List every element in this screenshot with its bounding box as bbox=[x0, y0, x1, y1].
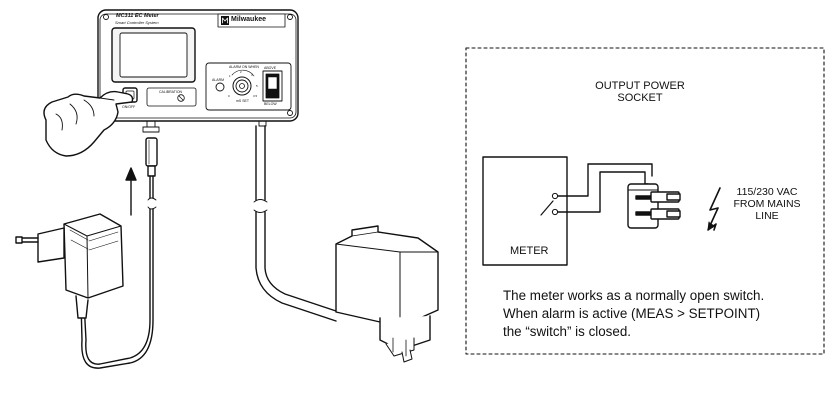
alarm-label: ALARM bbox=[212, 78, 225, 82]
meter-subtitle-label: Smart Controller System bbox=[115, 20, 159, 25]
switch-above-label: ABOVE bbox=[264, 66, 277, 70]
plug-icon bbox=[335, 225, 439, 363]
jack-plug bbox=[80, 137, 158, 369]
pointing-hand-icon bbox=[43, 90, 134, 157]
dial-tick-label: 0 bbox=[228, 94, 230, 98]
dial-tick-label: 5 bbox=[256, 84, 258, 88]
note-line1: The meter works as a normally open switc… bbox=[503, 288, 765, 303]
meter-display bbox=[111, 27, 196, 83]
dial-unit-label: mS SET bbox=[236, 99, 250, 103]
note-line2: When alarm is active (MEAS > SETPOINT) bbox=[503, 306, 761, 321]
lightning-bolt-icon bbox=[707, 187, 721, 231]
setpoint-panel bbox=[205, 62, 292, 111]
dial-tick-label: 1 bbox=[229, 74, 231, 78]
calibration-label: CALIBRATION bbox=[159, 90, 183, 94]
dial-tick-label: 2 bbox=[240, 70, 242, 74]
schematic-frame bbox=[465, 47, 825, 355]
meter-box bbox=[482, 156, 568, 266]
power-adapter-icon bbox=[15, 213, 124, 319]
note-line3: the “switch” is closed. bbox=[503, 324, 631, 339]
dial-tick-label: 3 bbox=[251, 73, 253, 77]
socket-title-line1: OUTPUT POWER bbox=[595, 80, 685, 92]
brand-logo-text: Milwaukee bbox=[231, 16, 267, 23]
socket-title-line2: SOCKET bbox=[617, 92, 663, 104]
setpoint-dial[interactable] bbox=[232, 76, 252, 96]
mains-label-line3: LINE bbox=[755, 210, 779, 222]
switch-below-label: BELOW bbox=[264, 102, 277, 106]
alarm-led bbox=[215, 82, 225, 92]
brand-badge bbox=[217, 13, 286, 28]
output-socket bbox=[627, 183, 681, 229]
output-cable bbox=[253, 125, 337, 322]
dial-tick-label: 3.5 bbox=[253, 94, 258, 98]
mains-label-line2: FROM MAINS bbox=[733, 198, 801, 210]
mains-label-line1: 115/230 VAC bbox=[736, 186, 798, 198]
dial-title-label: ALARM ON WHEN bbox=[229, 65, 259, 69]
meter-power-inlet bbox=[142, 120, 267, 133]
meter-model-label: MC311 EC Meter bbox=[116, 13, 159, 19]
on-off-label: ON/OFF bbox=[122, 105, 136, 109]
above-below-switch[interactable] bbox=[262, 70, 283, 102]
meter-box-label: METER bbox=[510, 245, 549, 257]
calibration-panel bbox=[146, 87, 197, 107]
up-arrow-icon bbox=[125, 167, 137, 216]
